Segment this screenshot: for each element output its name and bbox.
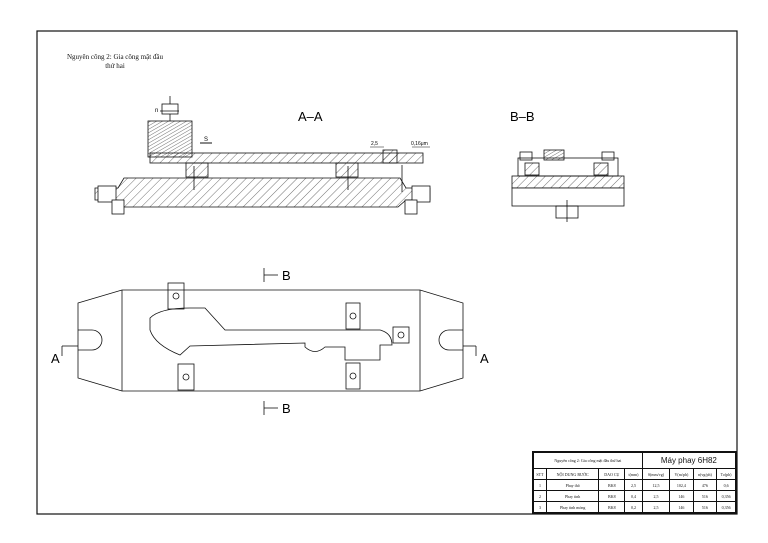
- table-cell: 0,356: [716, 501, 736, 513]
- table-cell: 2,5: [641, 490, 671, 502]
- table-cell: BK8: [598, 490, 626, 502]
- operation-note-line1: Nguyên công 2: Gia công mặt đầu: [66, 53, 164, 61]
- section-bb-label: B–B: [510, 109, 535, 124]
- table-cell: 146: [669, 490, 694, 502]
- table-cell: 0,2: [624, 501, 643, 513]
- title-block-machine: Máy phay 6H82: [641, 452, 737, 469]
- plan-view: [61, 268, 477, 415]
- section-a-mark-left: A: [51, 351, 60, 366]
- strap-clamp: [177, 363, 195, 391]
- table-cell: 516: [692, 490, 718, 502]
- milling-cutter: [147, 120, 193, 158]
- table-cell: 476: [692, 479, 718, 491]
- header-cell: STT: [533, 468, 547, 480]
- clamp: [185, 162, 209, 178]
- section-a-mark-right: A: [480, 351, 489, 366]
- header-cell: S(mm/vg): [641, 468, 671, 480]
- table-cell: 1: [533, 479, 547, 491]
- header-cell: To(ph): [716, 468, 736, 480]
- table-cell: 2,5: [641, 501, 671, 513]
- header-cell: t(mm): [624, 468, 643, 480]
- clamp: [335, 162, 359, 178]
- table-cell: 2: [533, 490, 547, 502]
- strap-clamp: [345, 302, 361, 330]
- feed-label: S: [204, 137, 208, 143]
- fixture-plate: [77, 289, 464, 392]
- roughness-label: 0,16μm: [411, 141, 428, 147]
- bolt: [111, 199, 125, 215]
- table-cell: 0,356: [716, 490, 736, 502]
- table-cell: Phay tinh: [545, 490, 600, 502]
- workpiece: [149, 152, 424, 164]
- clamp: [382, 149, 398, 164]
- operation-note-line2: thứ hai: [105, 62, 125, 70]
- section-bb-view: [511, 149, 625, 222]
- operation-note: Nguyên công 2: Gia công mặt đầu thứ hai: [50, 53, 180, 71]
- table-row: 3 Phay tinh mỏng BK8 0,2 2,5 146 516 0,3…: [533, 501, 736, 513]
- table-row: 1 Phay thô BK8 2,5 12,5 102,4 476 0,6: [533, 479, 736, 491]
- table-cell: Phay thô: [545, 479, 600, 491]
- bolt: [404, 199, 418, 215]
- spindle-speed-label: n: [155, 108, 158, 114]
- header-cell: NỘI DUNG BƯỚC: [545, 468, 600, 480]
- strap-clamp: [167, 282, 185, 310]
- side-stop: [392, 326, 410, 344]
- table-cell: 3: [533, 501, 547, 513]
- header-cell: n(vg/ph): [692, 468, 718, 480]
- depth-dimension: 2,5: [371, 141, 378, 147]
- section-b-mark-bottom: B: [282, 401, 291, 416]
- table-cell: 0,4: [624, 490, 643, 502]
- workpiece-outline: [149, 307, 393, 361]
- table-cell: 516: [692, 501, 718, 513]
- table-cell: 12,5: [641, 479, 671, 491]
- title-block: Nguyên công 2: Gia công mặt đầu thứ hai …: [532, 451, 737, 514]
- table-cell: BK8: [598, 479, 626, 491]
- table-cell: BK8: [598, 501, 626, 513]
- section-aa-view: [94, 96, 431, 215]
- section-aa-label: A–A: [298, 109, 323, 124]
- header-cell: V(m/ph): [669, 468, 694, 480]
- fixture-base: [94, 177, 431, 208]
- table-header-row: STT NỘI DUNG BƯỚC DAO CỤ t(mm) S(mm/vg) …: [533, 468, 736, 480]
- table-row: 2 Phay tinh BK8 0,4 2,5 146 516 0,356: [533, 490, 736, 502]
- title-block-operation: Nguyên công 2: Gia công mặt đầu thứ hai: [533, 452, 643, 469]
- table-cell: 102,4: [669, 479, 694, 491]
- table-cell: 146: [669, 501, 694, 513]
- header-cell: DAO CỤ: [598, 468, 626, 480]
- table-cell: 0,6: [716, 479, 736, 491]
- sheet-frame: [36, 30, 738, 515]
- table-cell: 2,5: [624, 479, 643, 491]
- section-b-mark-top: B: [282, 268, 291, 283]
- table-cell: Phay tinh mỏng: [545, 501, 600, 513]
- strap-clamp: [345, 362, 361, 390]
